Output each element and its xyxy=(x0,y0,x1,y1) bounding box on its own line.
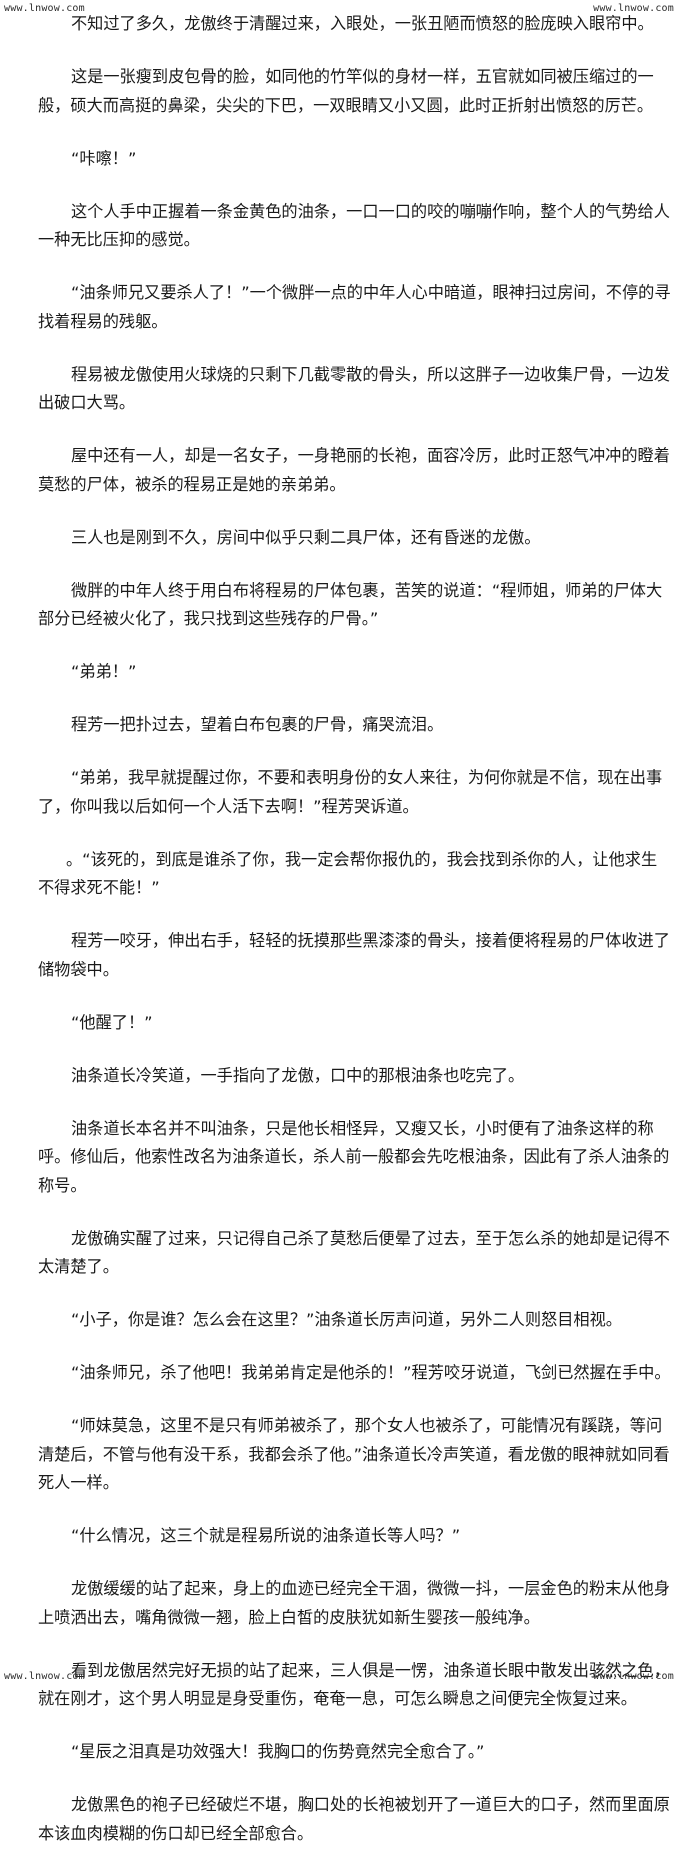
paragraph: “油条师兄，杀了他吧！我弟弟肯定是他杀的！”程芳咬牙说道，飞剑已然握在手中。 xyxy=(71,1363,671,1382)
paragraph: “咔嚓！” xyxy=(71,148,137,168)
paragraph: 三人也是刚到不久，房间中似乎只剩二具尸体，还有昏迷的龙傲。 xyxy=(71,527,541,547)
paragraph: “他醒了！” xyxy=(71,1012,153,1032)
paragraph: 程芳一咬牙，伸出右手，轻轻的抚摸那些黑漆漆的骨头，接着便将程易的尸体收进了储物袋… xyxy=(38,931,670,979)
paragraph: “小子，你是谁？怎么会在这里？”油条道长厉声问道，另外二人则怒目相视。 xyxy=(71,1310,622,1329)
paragraph: 龙傲黑色的袍子已经破烂不堪，胸口处的长袍被划开了一道巨大的口子，然而里面原本该血… xyxy=(38,1795,670,1843)
paragraph: 油条道长本名并不叫油条，只是他长相怪异，又瘦又长，小时便有了油条这样的称呼。修仙… xyxy=(38,1118,670,1195)
paragraph: 程易被龙傲使用火球烧的只剩下几截零散的骨头，所以这胖子一边收集尸骨，一边发出破口… xyxy=(38,364,670,413)
watermark-bottom-right: www.lnwow.com xyxy=(593,1671,674,1682)
paragraph: “星辰之泪真是功效强大！我胸口的伤势竟然完全愈合了。” xyxy=(71,1742,485,1761)
paragraph: “弟弟！” xyxy=(71,662,137,681)
paragraph: 龙傲确实醒了过来，只记得自己杀了莫愁后便晕了过去，至于怎么杀的她却是记得不太清楚… xyxy=(38,1228,670,1277)
paragraph: 屋中还有一人，却是一名女子，一身艳丽的长袍，面容冷厉，此时正怒气冲冲的瞪着莫愁的… xyxy=(38,446,670,494)
paragraph: “什么情况，这三个就是程易所说的油条道长等人吗？” xyxy=(71,1526,461,1545)
paragraph: “师妹莫急，这里不是只有师弟被杀了，那个女人也被杀了，可能情况有蹊跷，等问清楚后… xyxy=(38,1416,670,1492)
watermark-top-right: www.lnwow.com xyxy=(593,3,674,14)
paragraph: “油条师兄又要杀人了！”一个微胖一点的中年人心中暗道，眼神扫过房间，不停的寻找着… xyxy=(38,283,671,331)
paragraph: “弟弟，我早就提醒过你，不要和表明身份的女人来往，为何你就是不信，现在出事了，你… xyxy=(38,768,663,816)
watermark-bottom-left: www.lnwow.com xyxy=(4,1671,85,1682)
paragraph: 这是一张瘦到皮包骨的脸，如同他的竹竿似的身材一样，五官就如同被压缩过的一般，硕大… xyxy=(38,67,654,115)
paragraph: 看到龙傲居然完好无损的站了起来，三人俱是一愣，油条道长眼中散发出骇然之色，就在刚… xyxy=(38,1660,670,1709)
article-body: 不知过了多久，龙傲终于清醒过来，入眼处，一张丑陋而愤怒的脸庞映入眼帘中。 这是一… xyxy=(38,10,672,1873)
paragraph: 龙傲缓缓的站了起来，身上的血迹已经完全干涸，微微一抖，一层金色的粉末从他身上喷洒… xyxy=(38,1579,670,1627)
watermark-top-left: www.lnwow.com xyxy=(4,3,85,14)
paragraph: 程芳一把扑过去，望着白布包裹的尸骨，痛哭流泪。 xyxy=(71,715,444,734)
paragraph: 微胖的中年人终于用白布将程易的尸体包裹，苦笑的说道：“程师姐，师弟的尸体大部分已… xyxy=(38,580,663,629)
paragraph: 。“该死的，到底是谁杀了你，我一定会帮你报仇的，我会找到杀你的人，让他求生不得求… xyxy=(38,849,658,898)
paragraph: 油条道长冷笑道，一手指向了龙傲，口中的那根油条也吃完了。 xyxy=(71,1065,525,1085)
paragraph: 不知过了多久，龙傲终于清醒过来，入眼处，一张丑陋而愤怒的脸庞映入眼帘中。 xyxy=(71,14,654,33)
paragraph: 这个人手中正握着一条金黄色的油条，一口一口的咬的嘣嘣作响，整个人的气势给人一种无… xyxy=(38,201,670,250)
